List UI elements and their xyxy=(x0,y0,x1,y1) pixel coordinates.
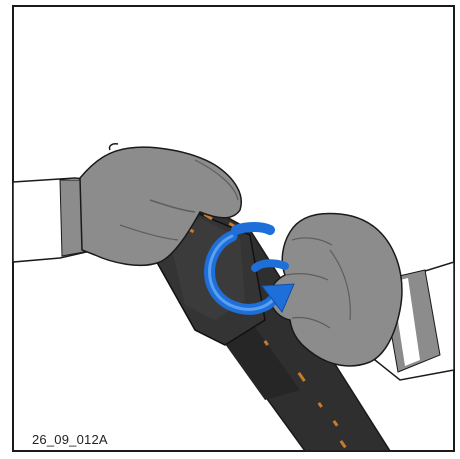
figure-label: 26_09_012A xyxy=(32,432,108,447)
